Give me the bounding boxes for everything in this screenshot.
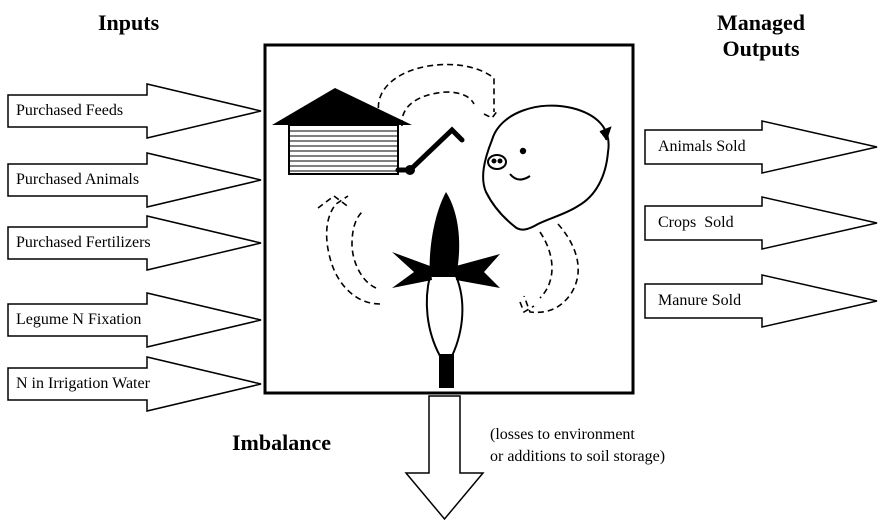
input-label: Purchased Animals: [16, 171, 140, 188]
output-label: Crops Sold: [658, 214, 734, 231]
arrow-shape: [644, 120, 878, 174]
input-arrow-legume-n-fixation: Legume N Fixation: [7, 292, 262, 348]
imbalance-arrow: [404, 395, 485, 521]
output-arrow-animals-sold: Animals Sold: [644, 120, 878, 174]
output-arrow-manure-sold: Manure Sold: [644, 274, 878, 328]
imbalance-note-line1: (losses to environment: [490, 426, 635, 443]
output-label: Manure Sold: [658, 292, 742, 309]
pig-icon: [482, 104, 612, 231]
arrow-shape: [7, 152, 262, 208]
input-label: Purchased Fertilizers: [16, 234, 151, 251]
imbalance-note: (losses to environment or additions to s…: [490, 424, 665, 468]
cycle-arrows-icon: [317, 63, 579, 314]
input-arrow-n-in-irrigation-water: N in Irrigation Water: [7, 356, 262, 412]
input-arrow-purchased-fertilizers: Purchased Fertilizers: [7, 215, 262, 271]
input-label: Purchased Feeds: [16, 102, 124, 119]
imbalance-note-line2: or additions to soil storage): [490, 448, 666, 465]
arrow-shape: [7, 292, 262, 348]
imbalance-heading: Imbalance: [232, 430, 331, 455]
input-label: Legume N Fixation: [16, 311, 142, 328]
input-arrow-purchased-animals: Purchased Animals: [7, 152, 262, 208]
input-label: N in Irrigation Water: [16, 375, 150, 392]
input-arrow-purchased-feeds: Purchased Feeds: [7, 83, 262, 139]
arrow-shape: [7, 83, 262, 139]
managed-outputs-heading-line1: Managed: [717, 10, 805, 35]
arrow-shape: [7, 215, 262, 271]
inputs-heading: Inputs: [98, 10, 160, 35]
arrow-shape: [7, 356, 262, 412]
managed-outputs-heading-line2: Outputs: [722, 36, 800, 61]
corn-icon: [392, 192, 500, 388]
barn-icon: [272, 88, 465, 175]
farm-box: [263, 43, 635, 395]
arrow-shape: [644, 196, 878, 250]
output-label: Animals Sold: [658, 138, 746, 155]
arrow-shape: [644, 274, 878, 328]
output-arrow-crops-sold: Crops Sold: [644, 196, 878, 250]
managed-outputs-heading: Managed Outputs: [706, 10, 816, 62]
